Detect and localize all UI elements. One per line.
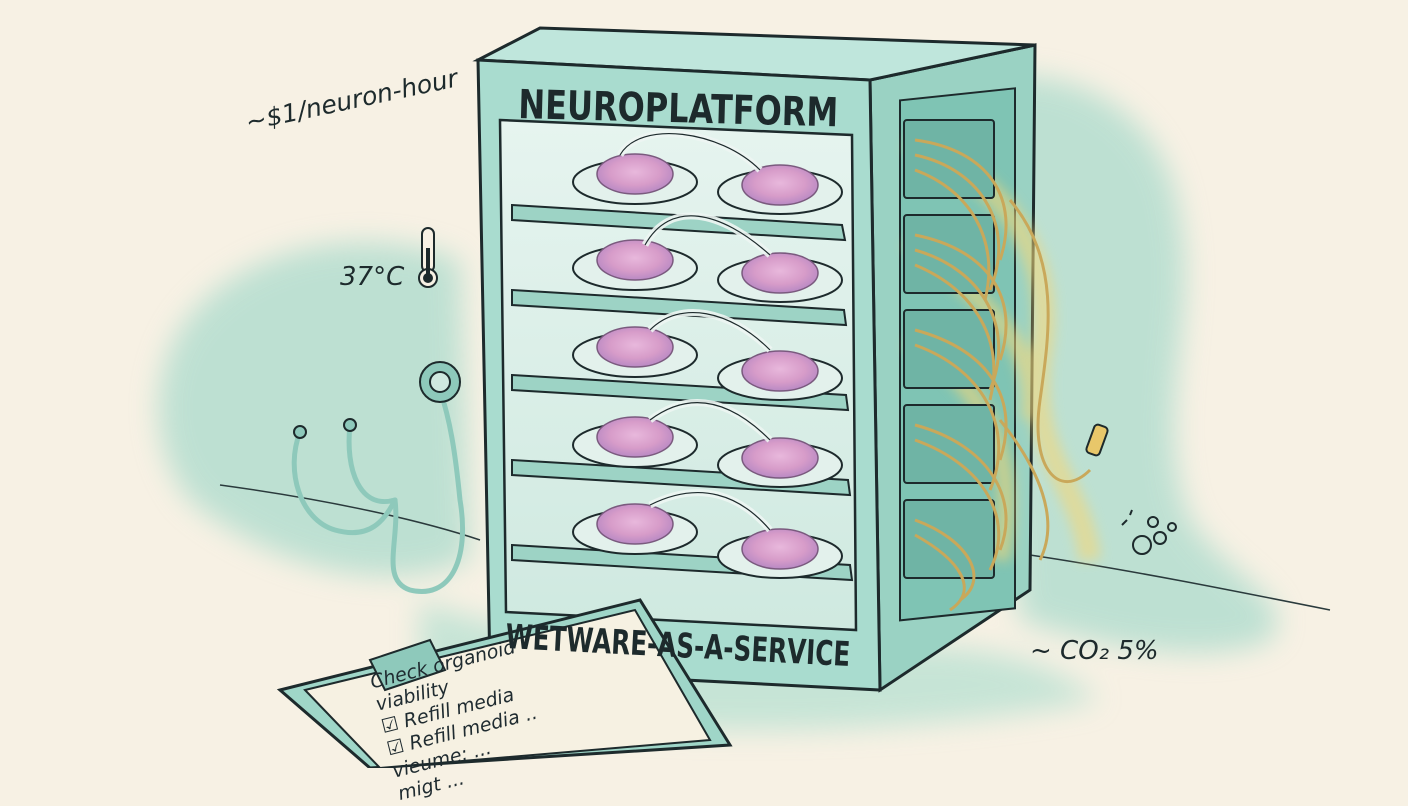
clipboard-icon [276,598,733,768]
illustration-canvas: NEUROPLATFORM WETWARE-AS-A-SERVICE [158,26,1331,768]
brain-organoid-icon [572,153,843,579]
brand-label: NEUROPLATFORM [518,82,839,136]
stethoscope-icon [291,361,466,594]
co2-annotation: ~ CO₂ 5% [1030,636,1159,666]
temperature-annotation: 37°C [340,262,405,292]
thermometer-icon [418,227,438,288]
organoid-dishes [572,130,843,579]
floor-line [219,484,1331,611]
cable-bundle-icon [903,119,1109,612]
bubbles-icon [1121,509,1177,555]
